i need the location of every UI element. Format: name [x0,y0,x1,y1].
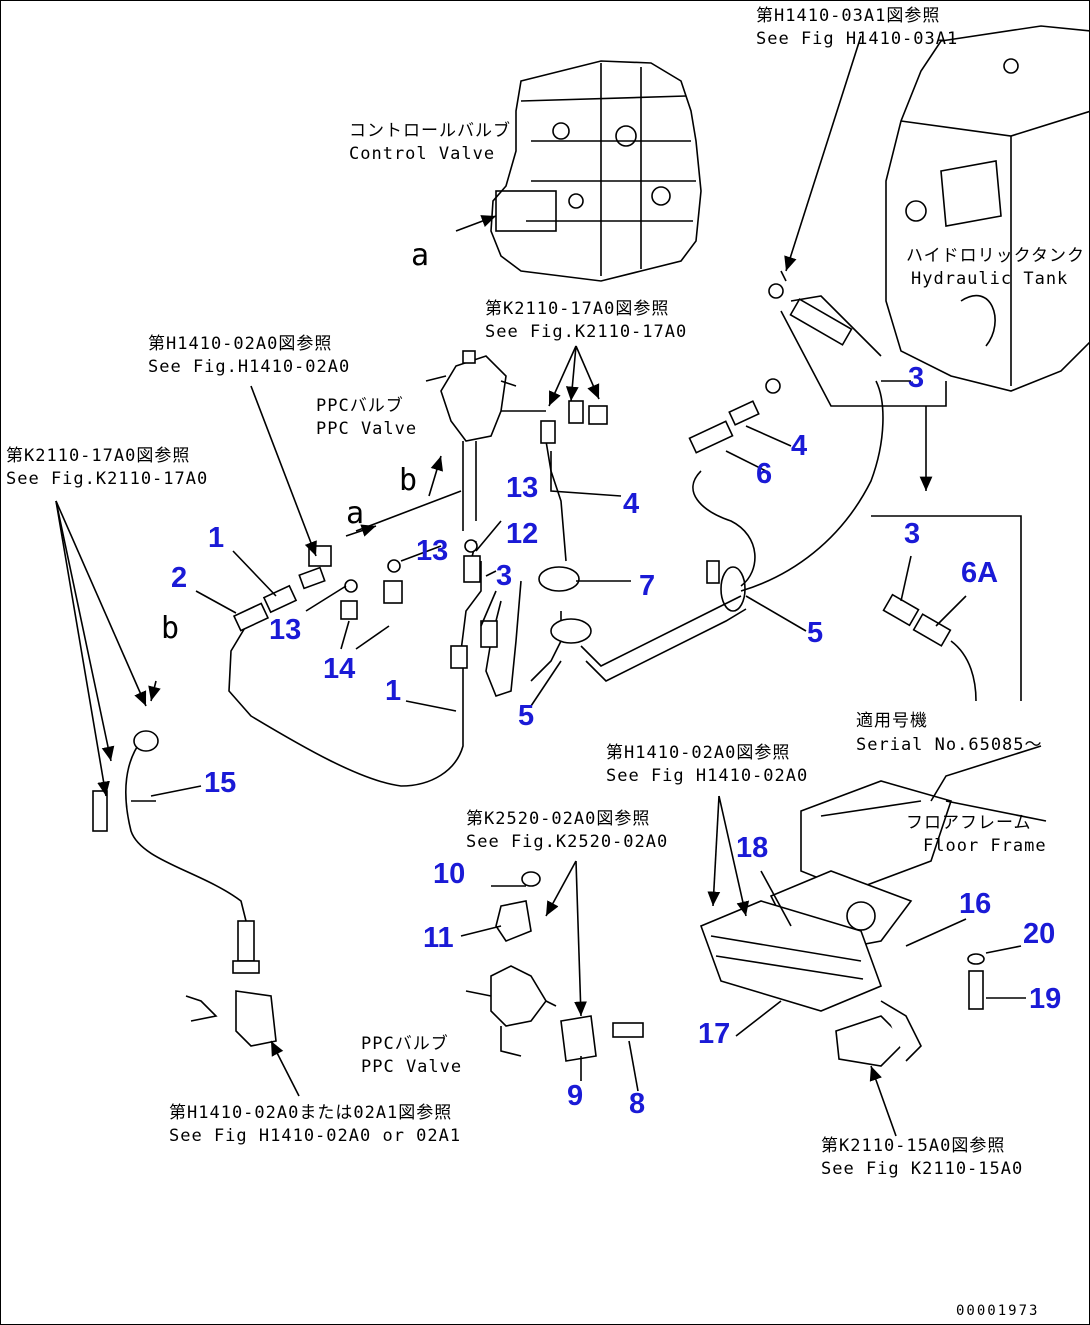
view-letter-b-mid: b [399,463,418,498]
callout-14: 14 [323,653,356,685]
callout-16: 16 [959,888,992,920]
callout-12: 12 [506,518,539,550]
view-letter-a-top: a [411,238,430,273]
ref-k2110-15a0-en: See Fig K2110-15A0 [821,1159,1024,1179]
ref-k2110-15a0-jp: 第K2110-15A0図参照 [821,1136,1006,1156]
callout-13-mid: 13 [416,535,449,567]
hose-15 [92,730,277,1047]
callout-17: 17 [698,1018,731,1050]
fittings-cluster [232,400,608,669]
callout-1-lower: 1 [385,675,402,707]
hydraulic-tank-body [885,25,1089,392]
callout-5-right: 5 [807,617,824,649]
ref-h1410-03a1-en: See Fig H1410-03A1 [756,29,959,49]
floor-frame-group [699,780,985,1067]
callout-3-mid: 3 [496,560,513,592]
clamps-and-pipe [538,380,884,682]
callout-13-left: 13 [269,614,302,646]
ref-k2520-02a0-en: See Fig.K2520-02A0 [466,832,669,852]
callout-9: 9 [567,1080,584,1112]
callout-6: 6 [756,458,773,490]
view-letter-b-left: b [161,611,180,646]
ref-k2110-17a0-left-en: See Fig.K2110-17A0 [6,469,209,489]
ppc-valve-lower-label-en: PPC Valve [361,1057,463,1077]
callout-8: 8 [629,1088,646,1120]
ref-h1410-02a0-top-en: See Fig.H1410-02A0 [148,357,351,377]
floor-frame-label-jp: フロアフレーム [906,813,1032,833]
callout-19: 19 [1029,983,1062,1015]
callout-4-right: 4 [791,430,808,462]
callout-3-inset: 3 [904,518,921,550]
ref-k2110-17a0-mid-en: See Fig.K2110-17A0 [485,322,688,342]
floor-frame-label-en: Floor Frame [923,836,1047,856]
ppc-valve-upper-label-jp: PPCバルブ [316,396,404,416]
ref-h1410-02a0-or-02a1-jp: 第H1410-02A0または02A1図参照 [169,1103,453,1123]
ref-h1410-03a1-jp: 第H1410-03A1図参照 [756,6,941,26]
ref-h1410-02a0-top-jp: 第H1410-02A0図参照 [148,334,333,354]
ppc-valve-upper-label-en: PPC Valve [316,419,418,439]
ref-k2520-02a0-jp: 第K2520-02A0図参照 [466,809,651,829]
ref-h1410-02a0-right-en: See Fig H1410-02A0 [606,766,809,786]
ppc-valve-upper-body [425,350,546,442]
hose-assembly [688,270,787,454]
ref-k2110-17a0-left-jp: 第K2110-17A0図参照 [6,446,191,466]
hydraulic-tank-label-en: Hydraulic Tank [911,269,1069,289]
callout-20: 20 [1023,918,1056,950]
ref-h1410-02a0-right-jp: 第H1410-02A0図参照 [606,743,791,763]
control-valve-body [490,60,702,282]
control-valve-label-en: Control Valve [349,144,496,164]
view-letter-a-mid: a [346,496,365,531]
callout-5-lower: 5 [518,700,535,732]
callout-11: 11 [423,922,454,954]
drawing-code: 00001973 [956,1303,1040,1319]
ppc-valve-lower-label-jp: PPCバルブ [361,1034,449,1054]
serial-note-en: Serial No.65085～ [856,735,1043,755]
callout-6a: 6A [961,557,999,589]
callout-18: 18 [736,832,769,864]
ref-h1410-02a0-or-02a1-en: See Fig H1410-02A0 or 02A1 [169,1126,462,1146]
callout-1-upper: 1 [208,522,225,554]
callout-15: 15 [204,767,237,799]
callout-7: 7 [639,570,656,602]
hydraulic-tank-label-jp: ハイドロリックタンク [906,246,1085,266]
ref-k2110-17a0-mid-jp: 第K2110-17A0図参照 [485,299,670,319]
serial-note-jp: 適用号機 [856,711,928,731]
callout-3-tank: 3 [908,362,925,394]
callout-10: 10 [433,858,466,890]
callout-2: 2 [171,562,188,594]
control-valve-label-jp: コントロールバルブ [349,121,511,141]
callout-13-top: 13 [506,472,539,504]
callout-4-mid: 4 [623,488,640,520]
ppc-valve-lower-body [465,871,644,1062]
